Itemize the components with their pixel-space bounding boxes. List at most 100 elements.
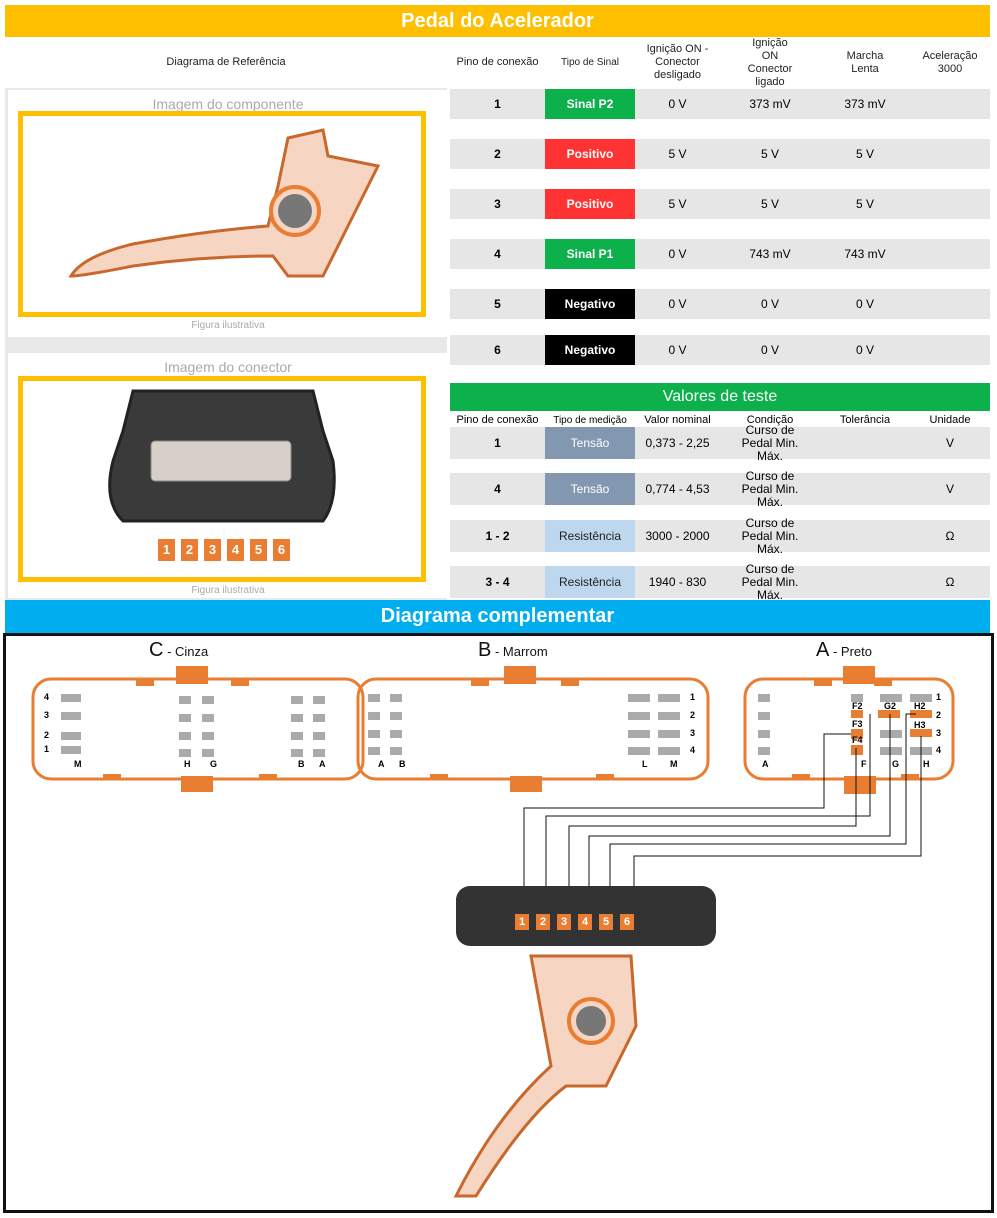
sensor-pin: 1 bbox=[515, 914, 529, 930]
test-header-unit: Unidade bbox=[929, 413, 971, 426]
pin-number: 5 bbox=[494, 296, 501, 311]
ign-on-value: 0 V bbox=[760, 296, 779, 311]
connector-pin: 6 bbox=[273, 539, 290, 561]
pin-row: 4 Sinal P1 0 V 743 mV 743 mV bbox=[450, 239, 990, 269]
table-header: Diagrama de Referência Pino de conexão T… bbox=[5, 37, 990, 88]
component-caption: Imagem do componente bbox=[152, 96, 304, 112]
connector-pin-label: A bbox=[762, 759, 769, 769]
header-pin: Pino de conexão bbox=[456, 56, 539, 68]
connector-pin-label: 4 bbox=[936, 745, 942, 755]
connector-pin-label: 1 bbox=[44, 744, 50, 754]
nominal-value: 1940 - 830 bbox=[648, 574, 707, 589]
test-pin: 4 bbox=[494, 481, 501, 496]
complement-title: Diagrama complementar bbox=[5, 600, 990, 633]
measure-type-badge: Tensão bbox=[545, 473, 635, 505]
connector-pin-label: F4 bbox=[852, 735, 863, 745]
unit-value: Ω bbox=[945, 528, 955, 543]
test-header-condition: Condição bbox=[746, 413, 794, 426]
pin-row: 6 Negativo 0 V 0 V 0 V bbox=[450, 335, 990, 365]
accel-value bbox=[910, 289, 990, 319]
ign-off-value: 0 V bbox=[668, 96, 687, 111]
connector-pin-label: 2 bbox=[690, 710, 696, 720]
test-header-nominal: Valor nominal bbox=[644, 413, 711, 426]
test-pin: 1 - 2 bbox=[485, 528, 510, 543]
idle-value: 743 mV bbox=[844, 246, 886, 261]
condition-value: Curso de Pedal Min. Máx. bbox=[741, 422, 799, 463]
ign-on-value: 0 V bbox=[760, 342, 779, 357]
test-header: Pino de conexão Tipo de medição Valor no… bbox=[450, 413, 990, 427]
connector-pin-label: L bbox=[642, 759, 648, 769]
idle-value: 5 V bbox=[855, 146, 874, 161]
connector-pin: 3 bbox=[204, 539, 221, 561]
connector-pin-label: F2 bbox=[852, 701, 863, 711]
connector-pin-label: H bbox=[923, 759, 930, 769]
component-panel: Imagem do componente Figura ilustrativa bbox=[8, 90, 448, 337]
connector-pin-label: 4 bbox=[690, 745, 696, 755]
connector-pin-label: 3 bbox=[690, 728, 696, 738]
ign-off-value: 0 V bbox=[668, 246, 687, 261]
reference-panel: Imagem do componente Figura ilustrativa … bbox=[5, 88, 448, 600]
signal-badge: Negativo bbox=[545, 335, 635, 365]
connector-pin-label: F3 bbox=[852, 719, 863, 729]
signal-badge: Sinal P2 bbox=[545, 89, 635, 119]
connector-pin-label: G2 bbox=[884, 701, 897, 711]
sensor-pin-labels: 1 2 3 4 5 6 bbox=[515, 914, 638, 930]
pin-number: 3 bbox=[494, 196, 501, 211]
test-header-tolerance: Tolerância bbox=[839, 413, 891, 426]
connector-frame: 1 2 3 4 5 6 bbox=[18, 376, 426, 582]
ign-off-value: 0 V bbox=[668, 296, 687, 311]
connector-caption: Imagem do conector bbox=[164, 359, 292, 375]
connector-pin-label: G bbox=[892, 759, 900, 769]
nominal-value: 3000 - 2000 bbox=[645, 528, 710, 543]
test-row: 1 - 2 Resistência 3000 - 2000 Curso de P… bbox=[450, 516, 990, 555]
accel-value bbox=[910, 139, 990, 169]
component-frame bbox=[18, 111, 426, 317]
connector-b-title: B - Marrom bbox=[478, 639, 548, 661]
tolerance-value bbox=[820, 520, 910, 552]
unit-value: Ω bbox=[945, 574, 955, 589]
connector-pin-label: F bbox=[861, 759, 867, 769]
pin-number: 2 bbox=[494, 146, 501, 161]
connector-c-title: C - Cinza bbox=[149, 639, 209, 661]
header-type: Tipo de Sinal bbox=[561, 57, 619, 68]
connector-pin-label: M bbox=[74, 759, 82, 769]
connector-letter: B bbox=[478, 639, 492, 661]
pin-number: 1 bbox=[494, 96, 501, 111]
connector-pin-label: 3 bbox=[936, 728, 942, 738]
connector-pin-label: 2 bbox=[936, 710, 942, 720]
test-row: 3 - 4 Resistência 1940 - 830 Curso de Pe… bbox=[450, 562, 990, 601]
sensor-pin: 5 bbox=[599, 914, 613, 930]
tolerance-value bbox=[820, 473, 910, 505]
nominal-value: 0,373 - 2,25 bbox=[645, 435, 710, 450]
pin-row: 1 Sinal P2 0 V 373 mV 373 mV bbox=[450, 89, 990, 119]
ign-off-value: 5 V bbox=[668, 196, 687, 211]
connector-pin-label: 3 bbox=[44, 710, 50, 720]
connector-pin-label: A bbox=[319, 759, 326, 769]
connector-pin-label: H3 bbox=[914, 720, 926, 730]
pin-number: 4 bbox=[494, 246, 501, 261]
ign-on-value: 5 V bbox=[760, 196, 779, 211]
connector-pin-label: 1 bbox=[936, 692, 942, 702]
header-ref: Diagrama de Referência bbox=[166, 56, 286, 68]
connector-pin-label: H bbox=[184, 759, 191, 769]
ign-on-value: 743 mV bbox=[749, 246, 791, 261]
tolerance-value bbox=[820, 427, 910, 459]
wiring-diagram bbox=[31, 666, 955, 1198]
ign-off-value: 0 V bbox=[668, 342, 687, 357]
accel-value bbox=[910, 335, 990, 365]
connector-pin-label: B bbox=[399, 759, 406, 769]
pin-row: 3 Positivo 5 V 5 V 5 V bbox=[450, 189, 990, 219]
connector-panel: Imagem do conector 1 2 3 4 5 6 Figura il… bbox=[8, 353, 448, 598]
connector-pin-label: 4 bbox=[44, 692, 50, 702]
pin-row: 5 Negativo 0 V 0 V 0 V bbox=[450, 289, 990, 319]
connector-pin: 2 bbox=[181, 539, 198, 561]
connector-color: Marrom bbox=[502, 644, 548, 659]
measure-type-badge: Resistência bbox=[545, 566, 635, 598]
idle-value: 373 mV bbox=[844, 96, 886, 111]
connector-pin-label: A bbox=[378, 759, 385, 769]
measure-type-badge: Tensão bbox=[545, 427, 635, 459]
signal-badge: Sinal P1 bbox=[545, 239, 635, 269]
test-row: 1 Tensão 0,373 - 2,25 Curso de Pedal Min… bbox=[450, 422, 990, 463]
measure-type-badge: Resistência bbox=[545, 520, 635, 552]
